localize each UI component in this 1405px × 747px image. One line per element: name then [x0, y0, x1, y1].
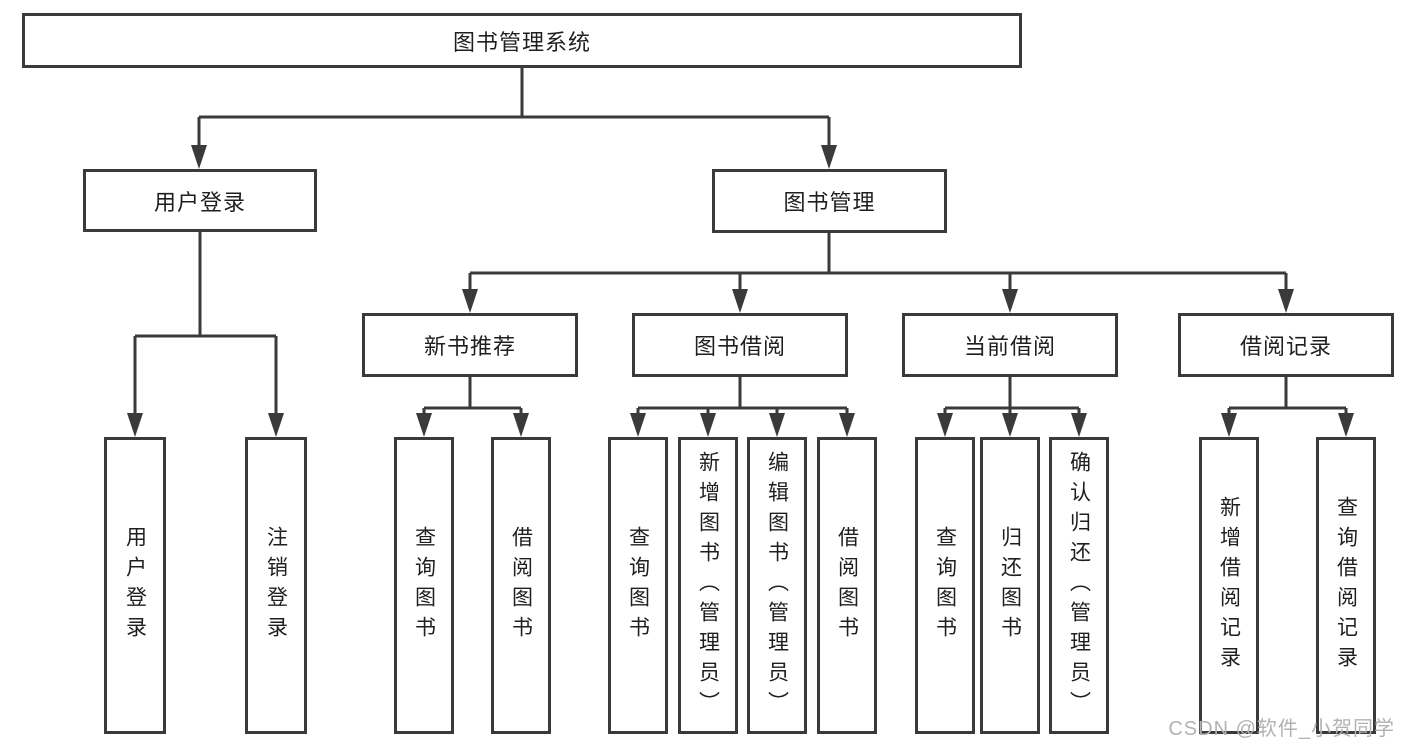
node-label: 用户登录	[153, 189, 246, 215]
leaf-current-confirm-return-admin: 确认归还（管理员）	[1049, 437, 1109, 734]
leaf-newbooks-query-books: 查询图书	[394, 437, 454, 734]
node-label: 图书借阅	[693, 334, 786, 359]
leaf-borrow-add-books-admin: 新增图书（管理员）	[678, 437, 738, 734]
node-library-management-system: 图书管理系统	[22, 13, 1022, 68]
leaf-label: 查询图书	[933, 525, 957, 646]
node-label: 新书推荐	[423, 334, 516, 359]
node-book-borrow: 图书借阅	[632, 313, 848, 377]
connector-arrowheads	[127, 145, 1354, 437]
leaf-label: 用户登录	[123, 525, 147, 646]
leaf-label: 查询图书	[412, 525, 436, 646]
leaf-label: 借阅图书	[835, 525, 859, 646]
leaf-label: 查询借阅记录	[1334, 495, 1358, 676]
leaf-label: 编辑图书（管理员）	[765, 450, 789, 721]
leaf-records-query-borrow-record: 查询借阅记录	[1316, 437, 1376, 734]
node-label: 图书管理	[783, 190, 876, 215]
node-user-login: 用户登录	[83, 169, 317, 232]
connector-stems	[133, 68, 1348, 418]
leaf-label: 查询图书	[626, 525, 650, 646]
leaf-label: 新增图书（管理员）	[696, 450, 720, 721]
leaf-user-login: 用户登录	[104, 437, 166, 734]
node-label: 图书管理系统	[452, 29, 591, 55]
node-new-book-recommend: 新书推荐	[362, 313, 578, 377]
leaf-label: 借阅图书	[509, 525, 533, 646]
leaf-borrow-query-books: 查询图书	[608, 437, 668, 734]
node-label: 借阅记录	[1239, 334, 1332, 359]
leaf-newbooks-borrow-books: 借阅图书	[491, 437, 551, 734]
leaf-label: 注销登录	[264, 525, 288, 646]
leaf-records-add-borrow-record: 新增借阅记录	[1199, 437, 1259, 734]
leaf-borrow-edit-books-admin: 编辑图书（管理员）	[747, 437, 807, 734]
leaf-label: 新增借阅记录	[1217, 495, 1241, 676]
node-borrow-records: 借阅记录	[1178, 313, 1394, 377]
node-book-management: 图书管理	[712, 169, 947, 233]
leaf-borrow-borrow-books: 借阅图书	[817, 437, 877, 734]
node-current-borrow: 当前借阅	[902, 313, 1118, 377]
leaf-label: 确认归还（管理员）	[1067, 450, 1091, 721]
leaf-current-return-books: 归还图书	[980, 437, 1040, 734]
node-label: 当前借阅	[963, 334, 1056, 359]
leaf-logout-login: 注销登录	[245, 437, 307, 734]
leaf-label: 归还图书	[998, 525, 1022, 646]
leaf-current-query-books: 查询图书	[915, 437, 975, 734]
